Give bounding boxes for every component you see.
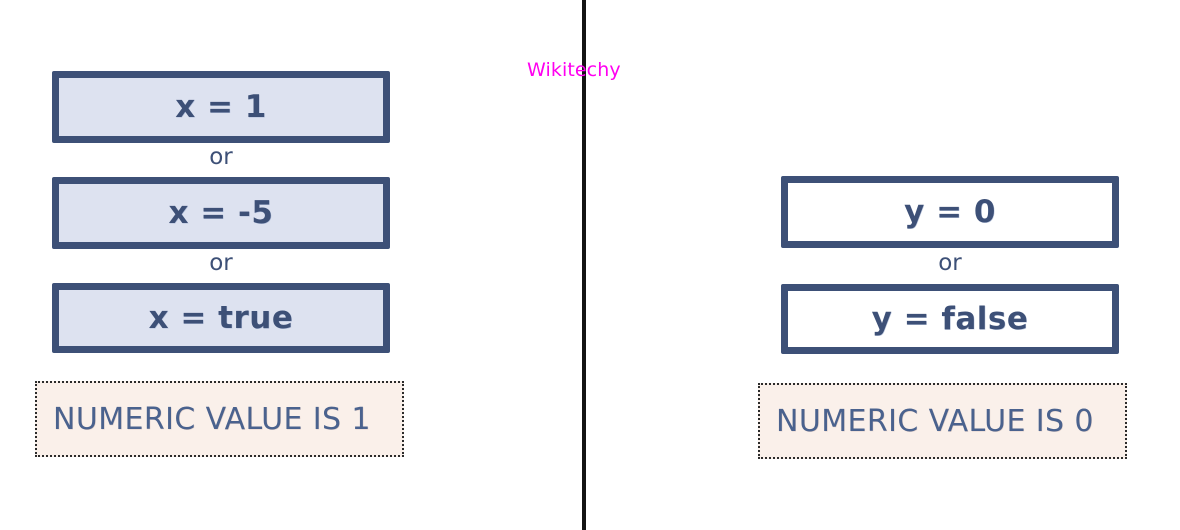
connector-or-2: or: [209, 250, 233, 276]
value-box-label: x = true: [148, 300, 294, 336]
result-box-numeric-value-0: NUMERIC VALUE IS 0: [758, 383, 1127, 459]
value-box-label: x = -5: [168, 195, 274, 231]
value-box-y-equals-0: y = 0: [781, 176, 1119, 248]
value-box-label: y = false: [871, 301, 1029, 337]
value-box-y-equals-false: y = false: [781, 284, 1119, 354]
value-box-x-equals-minus-5: x = -5: [52, 177, 390, 249]
result-box-numeric-value-1: NUMERIC VALUE IS 1: [35, 381, 404, 457]
value-box-x-equals-1: x = 1: [52, 71, 390, 143]
value-box-label: y = 0: [904, 194, 996, 230]
result-label: NUMERIC VALUE IS 1: [53, 401, 371, 437]
value-box-label: x = 1: [175, 89, 267, 125]
connector-or-3: or: [938, 250, 962, 276]
watermark-label: Wikitechy: [527, 59, 621, 81]
connector-or-1: or: [209, 144, 233, 170]
vertical-divider: [582, 0, 586, 530]
result-label: NUMERIC VALUE IS 0: [776, 403, 1094, 439]
value-box-x-equals-true: x = true: [52, 283, 390, 353]
